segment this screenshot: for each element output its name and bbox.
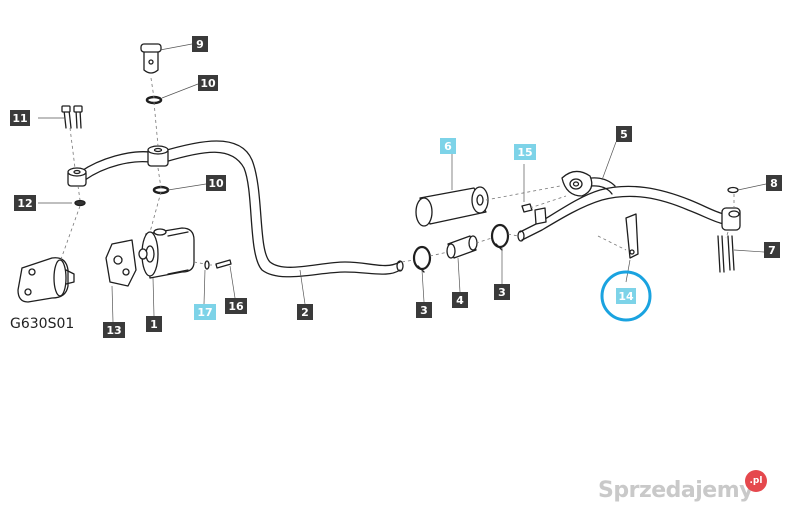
svg-text:5: 5 bbox=[620, 128, 628, 141]
svg-text:12: 12 bbox=[17, 197, 32, 210]
label-2: 2 bbox=[297, 304, 313, 320]
label-9: 9 bbox=[192, 36, 208, 52]
label-8: 8 bbox=[766, 175, 782, 191]
label-17: 17 bbox=[194, 304, 216, 320]
label-3-left: 3 bbox=[416, 302, 432, 318]
label-15: 15 bbox=[514, 144, 536, 160]
screw-15 bbox=[521, 203, 533, 213]
label-12: 12 bbox=[14, 195, 36, 211]
bolt-16 bbox=[215, 259, 232, 269]
svg-text:13: 13 bbox=[106, 324, 121, 337]
oring-17 bbox=[204, 260, 210, 270]
svg-text:2: 2 bbox=[301, 306, 309, 319]
label-3-right: 3 bbox=[494, 284, 510, 300]
svg-text:6: 6 bbox=[444, 140, 452, 153]
svg-text:10: 10 bbox=[208, 177, 224, 190]
svg-text:11: 11 bbox=[12, 112, 27, 125]
pipe-2-inner bbox=[164, 151, 401, 278]
svg-text:14: 14 bbox=[618, 290, 634, 303]
pipe-assembly-5 bbox=[517, 170, 741, 242]
svg-text:3: 3 bbox=[420, 304, 428, 317]
highlight-circle bbox=[600, 270, 652, 322]
svg-text:4: 4 bbox=[456, 294, 464, 307]
svg-text:16: 16 bbox=[228, 300, 244, 313]
bracket-14 bbox=[625, 213, 639, 259]
label-1: 1 bbox=[146, 316, 162, 332]
oring-8 bbox=[727, 186, 739, 194]
pump-1 bbox=[138, 227, 195, 279]
svg-text:15: 15 bbox=[517, 146, 532, 159]
washer-12 bbox=[74, 199, 86, 207]
label-4: 4 bbox=[452, 292, 468, 308]
filter-6 bbox=[415, 186, 489, 227]
banjo-bolt-9 bbox=[140, 43, 162, 53]
label-13: 13 bbox=[103, 322, 125, 338]
watermark-text: Sprzedajemy bbox=[598, 478, 754, 503]
svg-text:9: 9 bbox=[196, 38, 204, 51]
hose-4 bbox=[446, 235, 478, 259]
label-10-bottom: 10 bbox=[206, 175, 226, 191]
svg-text:1: 1 bbox=[150, 318, 158, 331]
label-16: 16 bbox=[225, 298, 247, 314]
label-5: 5 bbox=[616, 126, 632, 142]
label-11: 11 bbox=[10, 110, 30, 126]
bolts-7 bbox=[717, 235, 721, 273]
gasket-13 bbox=[105, 239, 137, 287]
label-6: 6 bbox=[440, 138, 456, 154]
label-14: 14 bbox=[616, 288, 636, 304]
svg-text:17: 17 bbox=[197, 306, 212, 319]
label-10-top: 10 bbox=[198, 75, 218, 91]
clamp-3-right bbox=[490, 223, 510, 249]
watermark-badge: .pl bbox=[745, 470, 767, 492]
pipe-upper-left bbox=[79, 151, 151, 173]
svg-text:3: 3 bbox=[498, 286, 506, 299]
clamp-3-left bbox=[412, 245, 432, 271]
svg-text:8: 8 bbox=[770, 177, 778, 190]
svg-text:10: 10 bbox=[200, 77, 216, 90]
svg-text:7: 7 bbox=[768, 244, 776, 257]
pump-small bbox=[17, 257, 75, 303]
label-7: 7 bbox=[764, 242, 780, 258]
diagram-code: G630S01 bbox=[10, 316, 75, 332]
pipe-2 bbox=[159, 140, 401, 268]
